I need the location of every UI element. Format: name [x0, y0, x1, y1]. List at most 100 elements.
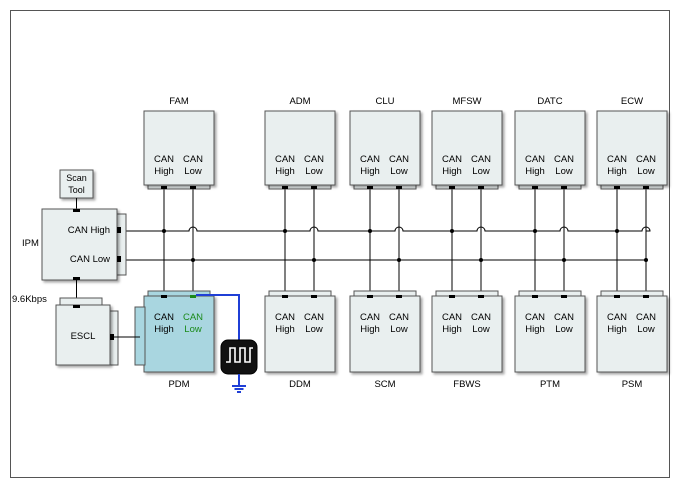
junction-dot: [450, 229, 454, 233]
can-low-label: Low: [390, 166, 408, 177]
can-high-label: High: [360, 324, 380, 335]
junction-dot: [368, 229, 372, 233]
module-name: DDM: [289, 379, 311, 390]
can-low-label: Low: [305, 166, 323, 177]
square-wave: [226, 347, 253, 363]
escl-speed-label: 9.6Kbps: [12, 294, 47, 305]
can-high-label: High: [275, 324, 295, 335]
junction-dot: [644, 258, 648, 262]
module-name: ECW: [621, 96, 643, 107]
scan-tool-label-1: Scan: [66, 173, 87, 183]
module-name: ADM: [289, 96, 310, 107]
can-low-label: Low: [637, 166, 655, 177]
junction-dot: [312, 258, 316, 262]
can-low-label: Low: [184, 166, 202, 177]
can-low-label: Low: [390, 324, 408, 335]
can-label: CAN: [154, 154, 174, 165]
oscilloscope-icon: [196, 294, 258, 393]
can-label: CAN: [636, 312, 656, 323]
bottom-modules: CANHighCANLowPDMCANHighCANLowDDMCANHighC…: [134, 290, 668, 390]
scope-body: [220, 339, 258, 375]
can-label: CAN: [525, 312, 545, 323]
can-label: CAN: [554, 154, 574, 165]
can-label: CAN: [275, 154, 295, 165]
can-label: CAN: [471, 312, 491, 323]
module-name: SCM: [374, 379, 395, 390]
module-name: DATC: [537, 96, 562, 107]
junction-dot: [162, 229, 166, 233]
can-label: CAN: [389, 154, 409, 165]
junction-dot: [562, 258, 566, 262]
can-label: CAN: [442, 154, 462, 165]
can-low-label: Low: [637, 324, 655, 335]
can-high-bus: [121, 226, 651, 232]
escl-label: ESCL: [71, 331, 96, 342]
can-label: CAN: [304, 312, 324, 323]
can-label: CAN: [183, 312, 203, 323]
junction-dot: [479, 258, 483, 262]
can-low-label: Low: [555, 166, 573, 177]
can-label: CAN: [389, 312, 409, 323]
can-label: CAN: [183, 154, 203, 165]
escl-module: ESCL: [55, 297, 119, 366]
can-high-label: High: [525, 166, 545, 177]
module-name: FAM: [169, 96, 189, 107]
scan-tool: Scan Tool: [59, 169, 94, 199]
can-high-label: High: [154, 324, 174, 335]
can-low-label: Low: [472, 324, 490, 335]
can-label: CAN: [471, 154, 491, 165]
module-name: PSM: [622, 379, 643, 390]
probe-wire: [196, 294, 240, 342]
can-high-label: High: [442, 324, 462, 335]
can-high-label: High: [525, 324, 545, 335]
ipm-module: CAN High CAN Low: [41, 208, 127, 281]
can-low-label: Low: [184, 324, 202, 335]
can-low-label: Low: [555, 324, 573, 335]
can-high-label: High: [607, 166, 627, 177]
can-low-label: Low: [305, 324, 323, 335]
can-label: CAN: [607, 312, 627, 323]
can-high-label: High: [607, 324, 627, 335]
can-label: CAN: [442, 312, 462, 323]
scan-tool-label-2: Tool: [68, 185, 85, 195]
junction-dot: [615, 229, 619, 233]
ipm-can-low-label: CAN Low: [70, 254, 110, 265]
can-high-label: High: [442, 166, 462, 177]
module-name: MFSW: [452, 96, 481, 107]
can-high-label: High: [275, 166, 295, 177]
can-label: CAN: [304, 154, 324, 165]
junction-dot: [533, 229, 537, 233]
can-label: CAN: [360, 312, 380, 323]
can-label: CAN: [525, 154, 545, 165]
module-name: FBWS: [453, 379, 480, 390]
can-label: CAN: [636, 154, 656, 165]
ipm-can-high-label: CAN High: [68, 225, 110, 236]
top-modules: CANHighCANLowFAMCANHighCANLowADMCANHighC…: [143, 96, 668, 190]
junction-dot: [283, 229, 287, 233]
can-high-label: High: [154, 166, 174, 177]
junction-dot: [397, 258, 401, 262]
can-high-label: High: [360, 166, 380, 177]
module-name: PTM: [540, 379, 560, 390]
can-label: CAN: [154, 312, 174, 323]
can-label: CAN: [360, 154, 380, 165]
junction-dot: [191, 258, 195, 262]
can-label: CAN: [554, 312, 574, 323]
can-low-label: Low: [472, 166, 490, 177]
module-name: PDM: [168, 379, 189, 390]
can-bus-wires: [121, 185, 651, 296]
can-label: CAN: [275, 312, 295, 323]
ipm-label: IPM: [22, 238, 39, 249]
